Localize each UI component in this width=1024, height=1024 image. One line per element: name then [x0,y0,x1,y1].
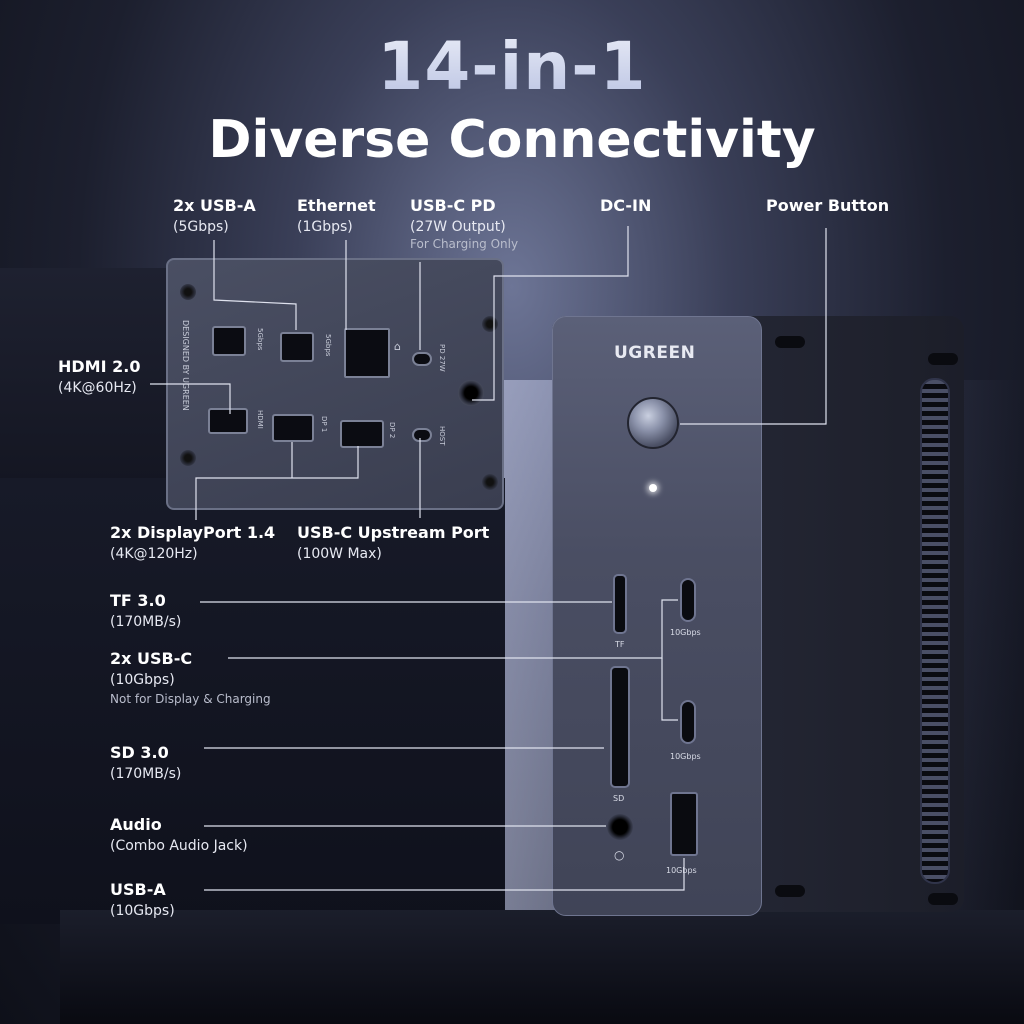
power-button[interactable] [627,397,679,449]
usb-c-port-1 [680,578,696,622]
displayport-1 [272,414,314,442]
usb-a-speed-mark-1: 5Gbps [256,328,264,351]
ethernet-port [344,328,390,378]
usb-a-front-port [670,792,698,856]
brand-logo: UGREEN [614,343,696,363]
label-title: USB-C Upstream Port [297,523,490,542]
label-tf: TF 3.0 (170MB/s) [110,591,181,630]
label-sub: (170MB/s) [110,766,182,782]
label-title: Audio [110,815,162,834]
label-sub: (27W Output) [410,219,506,235]
headphone-icon: ○ [614,848,625,862]
usb-c-speed-mark-2: 10Gbps [670,752,701,761]
label-note: Not for Display & Charging [110,692,271,706]
dc-in-port [458,380,484,406]
dp1-mark: DP 1 [320,416,328,433]
label-title: Ethernet [297,196,376,215]
usb-a-front-speed-mark: 10Gbps [666,866,697,875]
label-usb-c-front: 2x USB-C (10Gbps) Not for Display & Char… [110,649,271,706]
sd-mark: SD [613,794,625,803]
dp2-mark: DP 2 [388,422,396,439]
dock-foot [928,893,958,905]
screw-icon [482,316,498,332]
usb-c-pd-port [412,352,432,366]
label-title: Power Button [766,196,890,215]
host-mark: HOST [438,426,446,446]
screw-icon [180,450,196,466]
label-hdmi: HDMI 2.0 (4K@60Hz) [58,357,140,396]
label-title: 2x USB-A [173,196,256,215]
label-sub: (170MB/s) [110,614,182,630]
displayport-2 [340,420,384,448]
label-title: 2x DisplayPort 1.4 [110,523,276,542]
pd-mark: PD 27W [438,344,446,372]
label-title: 2x USB-C [110,649,193,668]
label-displayport: 2x DisplayPort 1.4 (4K@120Hz) [110,523,275,562]
label-sub: (5Gbps) [173,219,229,235]
usb-c-host-port [412,428,432,442]
label-title: HDMI 2.0 [58,357,141,376]
label-sub: (Combo Audio Jack) [110,838,248,854]
label-sub: (4K@120Hz) [110,546,198,562]
label-sub: (10Gbps) [110,672,175,688]
network-icon: ⌂ [394,340,401,353]
back-device-side [0,268,170,486]
usb-a-port-2 [280,332,314,362]
label-sub: (1Gbps) [297,219,353,235]
screw-icon [180,284,196,300]
label-title: DC-IN [600,196,652,215]
label-usb-c-pd: USB-C PD (27W Output) For Charging Only [410,196,518,251]
label-sub: (100W Max) [297,546,382,562]
label-usb-a-front: USB-A (10Gbps) [110,880,175,919]
side-vent [920,378,950,884]
label-sub: (4K@60Hz) [58,380,137,396]
headline-tagline: Diverse Connectivity [208,110,816,170]
sd-card-slot [610,666,630,788]
label-usb-c-upstream: USB-C Upstream Port (100W Max) [297,523,489,562]
hdmi-port [208,408,248,434]
tf-card-slot [613,574,627,634]
dock-foot [775,885,805,897]
label-dc-in: DC-IN [600,196,651,215]
label-note: For Charging Only [410,237,519,251]
label-usb-a-back: 2x USB-A (5Gbps) [173,196,256,235]
pedestal-bottom [60,910,1024,1024]
label-title: TF 3.0 [110,591,166,610]
audio-jack [607,814,633,840]
dock-foot [928,353,958,365]
pedestal-left [0,478,505,924]
hdmi-mark: HDMI [256,410,264,429]
usb-c-speed-mark-1: 10Gbps [670,628,701,637]
label-ethernet: Ethernet (1Gbps) [297,196,376,235]
usb-a-port-1 [212,326,246,356]
label-sub: (10Gbps) [110,903,175,919]
label-audio: Audio (Combo Audio Jack) [110,815,248,854]
dock-foot [775,336,805,348]
usb-a-speed-mark-2: 5Gbps [324,334,332,357]
label-power-button: Power Button [766,196,889,215]
label-title: SD 3.0 [110,743,169,762]
label-sd: SD 3.0 (170MB/s) [110,743,181,782]
back-brand-text: DESIGNED BY UGREEN [181,320,190,411]
usb-c-port-2 [680,700,696,744]
tf-mark: TF [615,640,625,649]
dock-back-panel: 5Gbps 5Gbps ⌂ PD 27W HDMI DP 1 DP 2 HOST… [166,258,504,510]
label-title: USB-C PD [410,196,496,215]
screw-icon [482,474,498,490]
label-title: USB-A [110,880,166,899]
headline-count: 14-in-1 [0,28,1024,105]
power-led [649,484,657,492]
